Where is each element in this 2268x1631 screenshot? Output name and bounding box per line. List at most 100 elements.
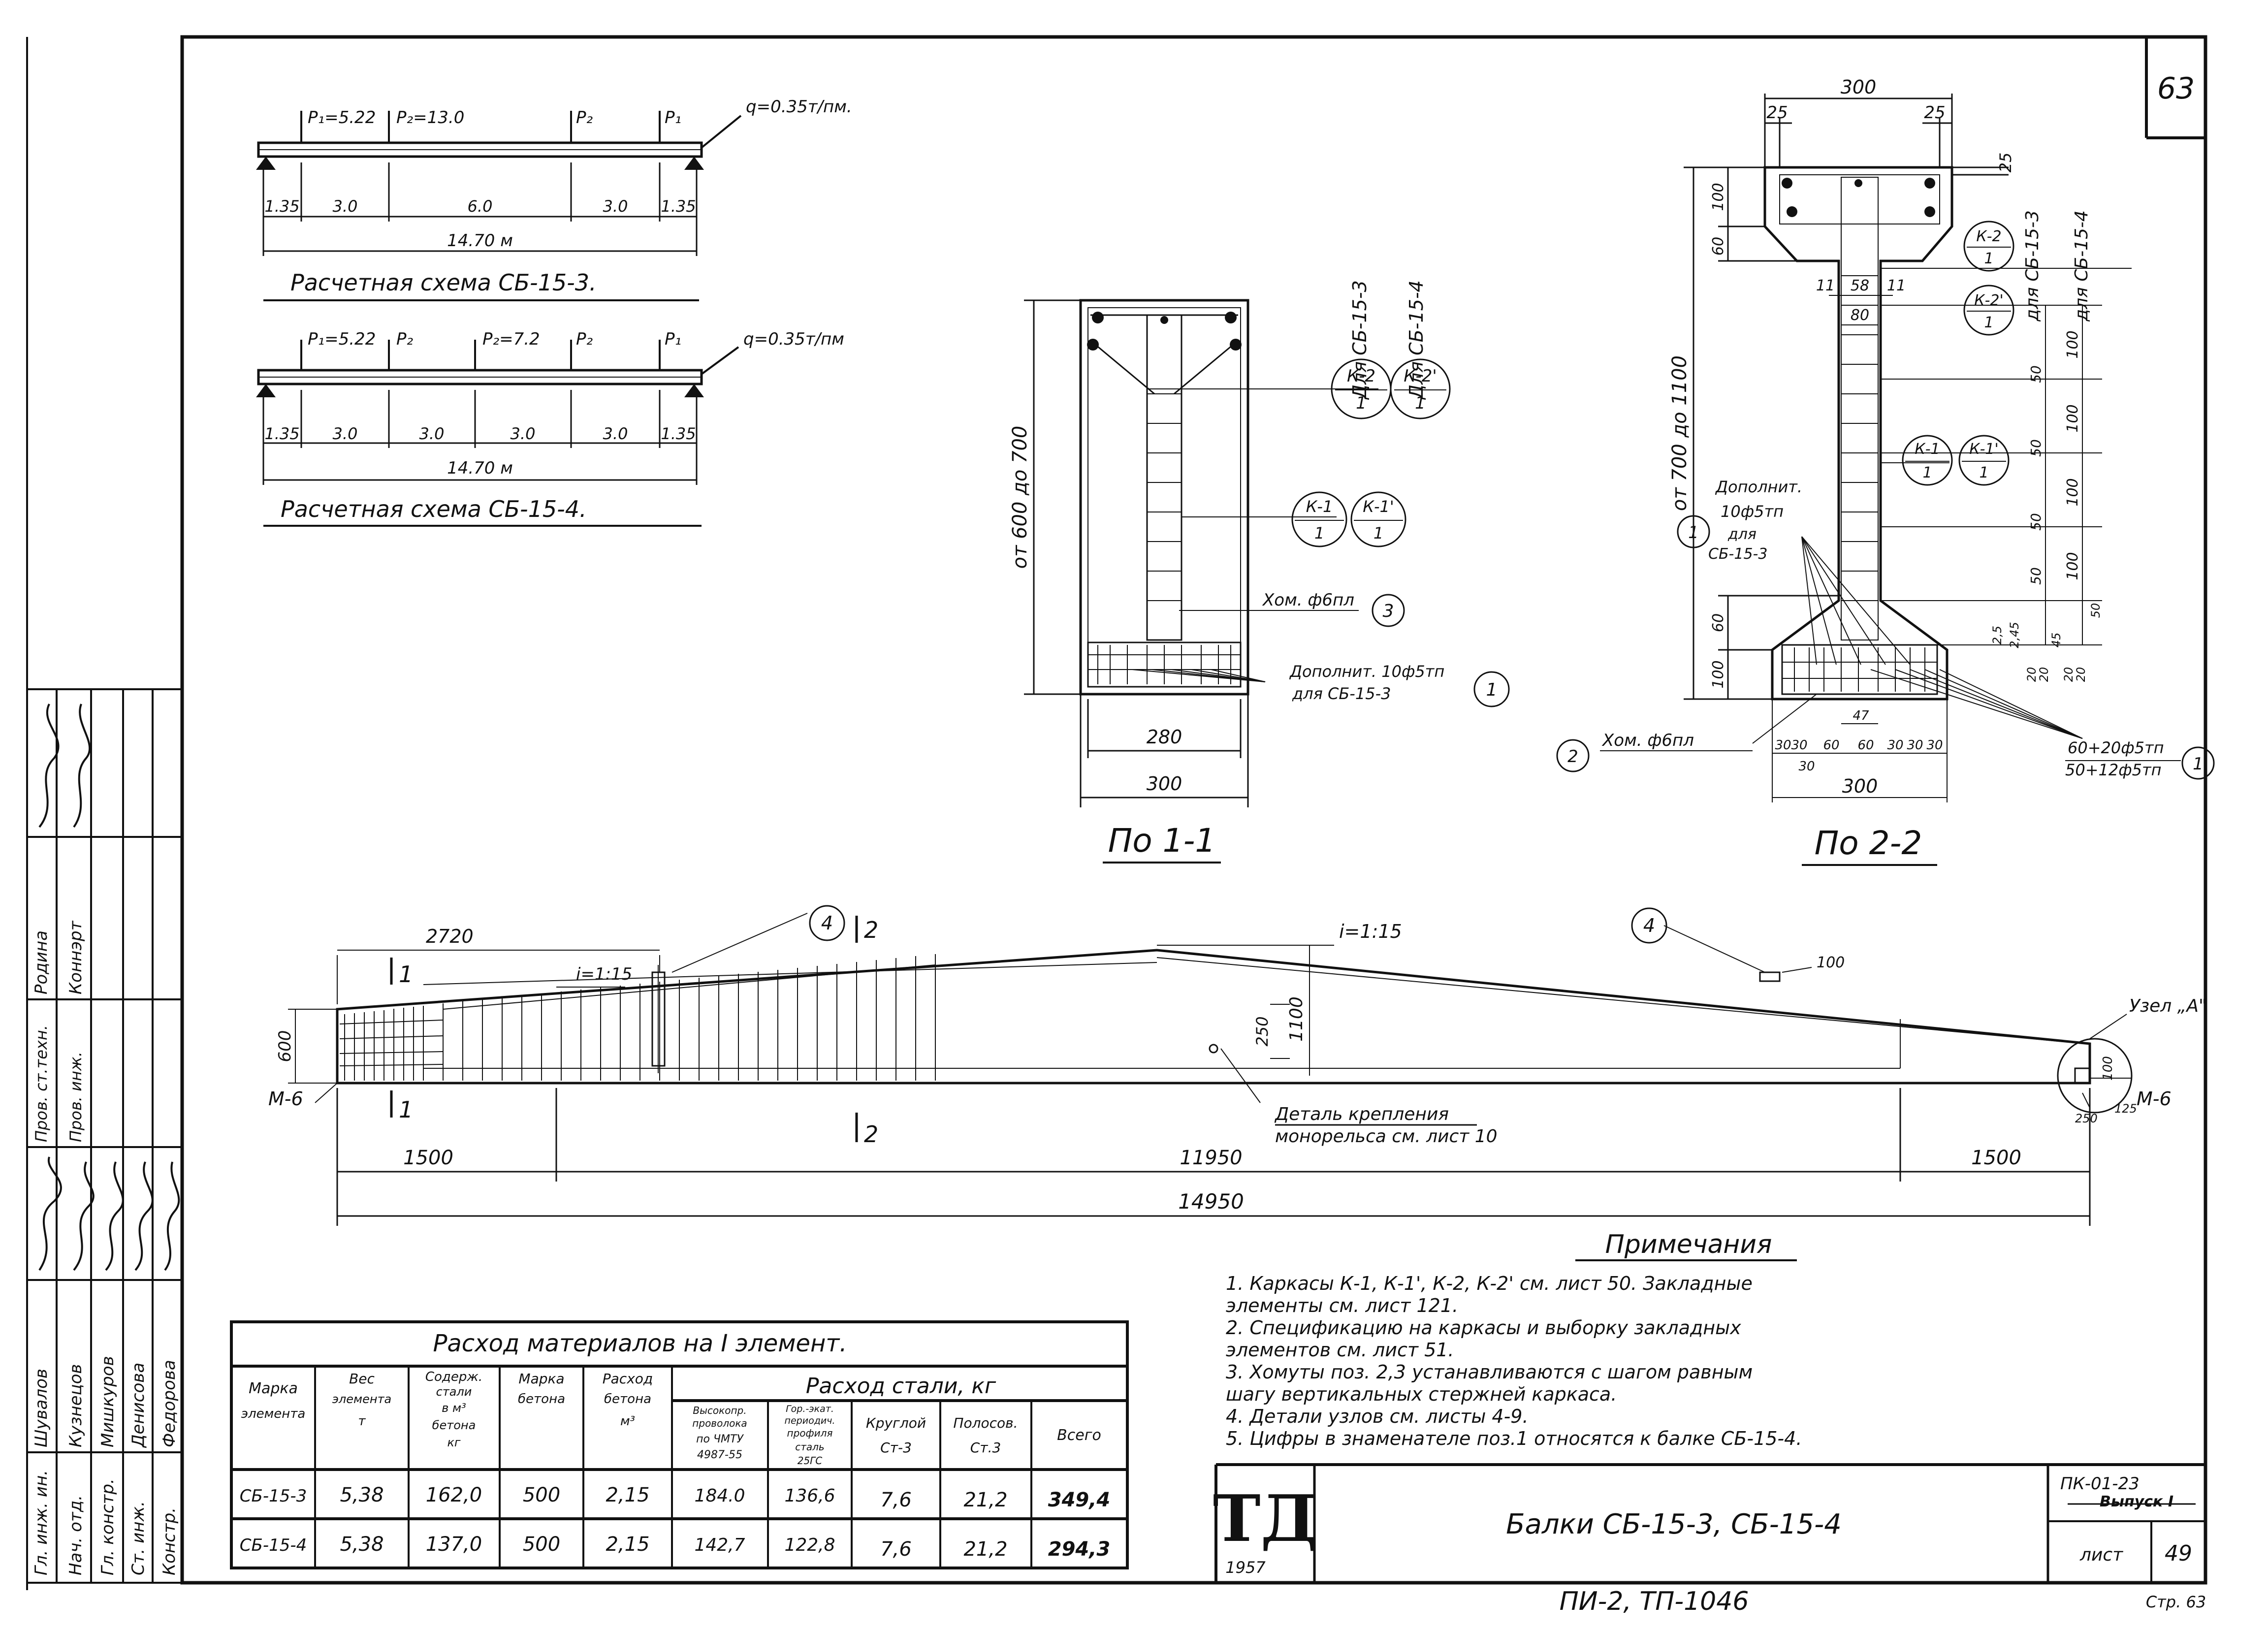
dim-label: 250 bbox=[1253, 1016, 1272, 1046]
note-line: шагу вертикальных стержней каркаса. bbox=[1226, 1383, 1617, 1405]
handwritten-signature bbox=[164, 1161, 180, 1271]
dim-label: 100 bbox=[1817, 954, 1845, 971]
dim-label: 25 bbox=[1996, 153, 2015, 173]
section-caption: По 1-1 bbox=[1108, 822, 1216, 860]
signature-role: Ст. инж. bbox=[128, 1501, 148, 1575]
dim-label: 1500 bbox=[1971, 1147, 2021, 1169]
svg-text:2,15: 2,15 bbox=[606, 1484, 649, 1506]
svg-text:1: 1 bbox=[1984, 250, 1993, 267]
dim-label: 2,5 bbox=[1990, 626, 2004, 644]
extra-bars: Дополнит. 10ф5тп bbox=[1289, 662, 1444, 681]
svg-text:Расход: Расход bbox=[603, 1371, 653, 1387]
section-caption: По 2-2 bbox=[1815, 824, 1922, 862]
logo: ТД bbox=[1213, 1481, 1317, 1556]
check-role: Пров. ст.техн. bbox=[32, 1025, 51, 1142]
signature-strip: Гл. инж. ин. Нач. отд. Гл. констр. Ст. и… bbox=[27, 688, 182, 1584]
load-label: P₁ bbox=[665, 108, 681, 128]
dim-label: 100 bbox=[2064, 478, 2081, 506]
span-label: 1.35 bbox=[661, 197, 696, 216]
dim-label: 20 bbox=[2062, 667, 2076, 682]
svg-text:7,6: 7,6 bbox=[880, 1538, 912, 1561]
dim-label: 2720 bbox=[426, 926, 474, 947]
pos-number: 4 bbox=[1643, 915, 1655, 936]
support-right bbox=[684, 384, 704, 397]
section-2-2: 300 25 25 25 11 58 11 80 100 60 от 700 д… bbox=[1556, 76, 2215, 866]
svg-text:Гор.-экат.: Гор.-экат. bbox=[786, 1404, 834, 1414]
dim-label: 280 bbox=[1147, 726, 1182, 748]
svg-text:349,4: 349,4 bbox=[1048, 1489, 1111, 1511]
svg-text:бетона: бетона bbox=[518, 1392, 565, 1407]
dim-label: 1500 bbox=[403, 1147, 453, 1169]
signature-name: Кузнецов bbox=[66, 1364, 86, 1447]
load-label: P₂=13.0 bbox=[396, 108, 464, 128]
svg-text:Полосов.: Полосов. bbox=[953, 1415, 1018, 1431]
dim-label: 1100 bbox=[1286, 996, 1307, 1042]
dim-label: 14950 bbox=[1178, 1189, 1244, 1214]
section-1-1: 280 300 от 600 до 700 К-2 1 К-2' 1 Для С… bbox=[1009, 280, 1510, 863]
check-name: Родина bbox=[32, 930, 51, 994]
scheme-2: P₁=5.22 P₂ P₂=7.2 P₂ P₁ q=0.35т/пм 1.35 … bbox=[256, 329, 844, 527]
support-right bbox=[684, 157, 704, 170]
k1-callout: К-1 1 К-1' 1 bbox=[1902, 435, 2010, 486]
note-line: 1. Каркасы К-1, К-1', К-2, К-2' см. лист… bbox=[1226, 1273, 1753, 1294]
dim-label: 20 bbox=[2037, 667, 2051, 682]
dim-label: 100 bbox=[2101, 1056, 2115, 1081]
sheet-frame bbox=[26, 35, 2207, 1590]
extra-for: для bbox=[1727, 526, 1757, 543]
svg-text:21,2: 21,2 bbox=[963, 1489, 1007, 1511]
svg-text:Вес: Вес bbox=[349, 1371, 375, 1387]
dim-label: 50 bbox=[2028, 567, 2044, 585]
col-header-hot-rolled: Гор.-экат. периодич. профиля сталь 25ГС bbox=[785, 1404, 835, 1467]
svg-text:элемента: элемента bbox=[332, 1392, 392, 1406]
handwritten-signature bbox=[105, 1161, 124, 1271]
note-line: 2. Спецификацию на каркасы и выборку зак… bbox=[1226, 1317, 1741, 1339]
svg-text:142,7: 142,7 bbox=[694, 1535, 745, 1555]
k1-callout: К-1 1 К-1' 1 bbox=[1291, 491, 1406, 547]
svg-text:1: 1 bbox=[1374, 524, 1383, 543]
svg-text:м³: м³ bbox=[620, 1414, 635, 1429]
check-role: Пров. инж. bbox=[66, 1052, 85, 1142]
handwritten-signature bbox=[73, 1161, 95, 1271]
span-label: 3.0 bbox=[419, 424, 445, 443]
svg-text:1: 1 bbox=[1922, 464, 1932, 481]
svg-text:Всего: Всего bbox=[1057, 1427, 1101, 1444]
pos-number: 2 bbox=[1567, 747, 1578, 767]
issue: Выпуск I bbox=[2100, 1493, 2173, 1510]
svg-text:2,15: 2,15 bbox=[606, 1533, 649, 1556]
svg-text:К-2': К-2' bbox=[1974, 292, 2003, 309]
col-header-weight: Вес элемента т bbox=[332, 1371, 392, 1429]
col-header-high-strength: Высокопр. проволока по ЧМТУ 4987-55 bbox=[692, 1405, 747, 1461]
signature-name: Денисова bbox=[128, 1363, 148, 1448]
svg-text:К-1: К-1 bbox=[1306, 497, 1333, 516]
svg-text:К-2: К-2 bbox=[1347, 366, 1375, 386]
svg-text:стали: стали bbox=[436, 1385, 472, 1399]
table-row: СБ-15-4 5,38 137,0 500 2,15 142,7 122,8 … bbox=[240, 1533, 1111, 1561]
svg-text:по ЧМТУ: по ЧМТУ bbox=[696, 1433, 744, 1445]
svg-text:500: 500 bbox=[523, 1533, 560, 1556]
dim-label: 30 bbox=[1798, 759, 1815, 774]
k2-callout: К-2 1 К-2' 1 bbox=[1963, 221, 2014, 336]
dim-label: 50 bbox=[2028, 439, 2044, 457]
dim-label: 11 bbox=[1816, 277, 1835, 294]
notes-block: Примечания 1. Каркасы К-1, К-1', К-2, К-… bbox=[1226, 1230, 1802, 1449]
bars-label: 60+20ф5тп bbox=[2068, 738, 2164, 757]
svg-text:21,2: 21,2 bbox=[963, 1538, 1007, 1561]
svg-text:СБ-15-3: СБ-15-3 bbox=[240, 1486, 307, 1506]
dim-label: 45 bbox=[2049, 633, 2063, 648]
dim-label: 100 bbox=[2064, 404, 2081, 432]
dim-label: 25 bbox=[1924, 103, 1945, 123]
m-label: М-6 bbox=[2137, 1088, 2172, 1110]
pos-number: 1 bbox=[1486, 680, 1498, 700]
svg-text:Содерж.: Содерж. bbox=[425, 1370, 482, 1384]
page-footer: Стр. 63 bbox=[2146, 1593, 2206, 1611]
col-header-concrete-grade: Марка бетона bbox=[518, 1371, 565, 1407]
signature-name: Шувалов bbox=[32, 1369, 51, 1447]
dim-label: 11 bbox=[1887, 277, 1906, 294]
extra-title: Дополнит. bbox=[1715, 478, 1802, 496]
load-label: P₂=7.2 bbox=[482, 329, 540, 349]
svg-text:бетона: бетона bbox=[432, 1418, 476, 1432]
svg-text:элемента: элемента bbox=[241, 1407, 306, 1421]
scheme-caption: Расчетная схема СБ-15-4. bbox=[281, 496, 587, 522]
dim-label: 30 bbox=[1907, 738, 1923, 753]
cut-label: 1 bbox=[399, 961, 413, 988]
